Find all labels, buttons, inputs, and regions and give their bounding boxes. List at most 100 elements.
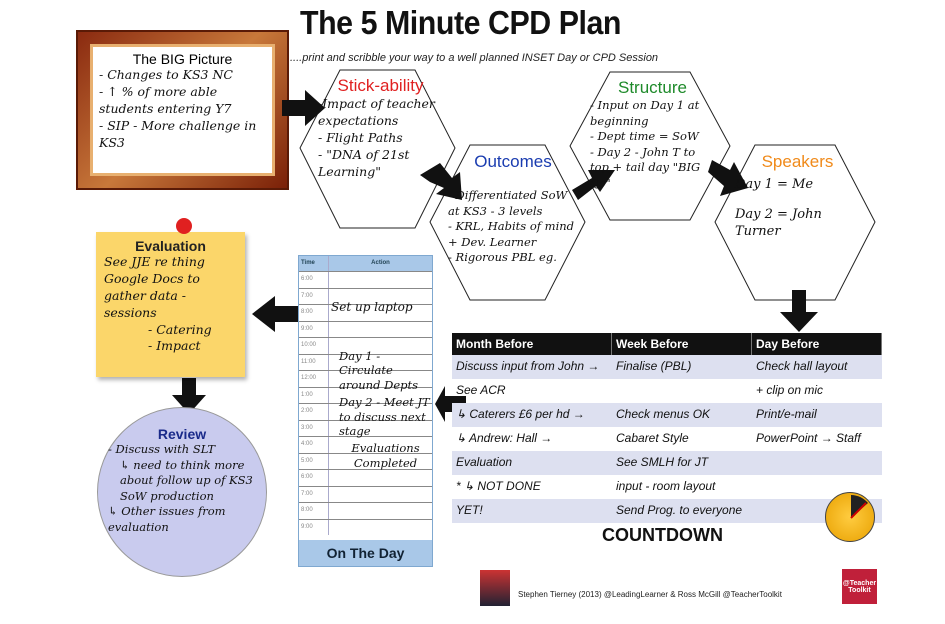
time-cell: 8:00 (299, 305, 329, 321)
outcomes-title: Outcomes (474, 152, 552, 171)
table-cell (752, 451, 882, 475)
table-cell: input - room layout (616, 479, 716, 493)
countdown-table: Month Before Week Before Day Before Disc… (452, 333, 882, 523)
outcomes-panel: Outcomes - Differentiated SoW at KS3 - 3… (448, 152, 578, 266)
schedule-row: 2:00 (299, 403, 432, 420)
arrow-icon (252, 296, 298, 332)
big-picture-note: - ↑ % of more able students entering Y7 (99, 83, 232, 116)
big-picture-note: - SIP - More challenge in KS3 (99, 117, 257, 150)
hexagon-stickability (299, 69, 456, 229)
table-cell: Evaluation (456, 455, 513, 469)
table-cell: Send Prog. to everyone (616, 503, 743, 517)
author-photo (480, 570, 510, 606)
time-cell: 7:00 (299, 288, 329, 304)
subtitle: ....print and scribble your way to a wel… (290, 52, 659, 64)
stickability-note: - Flight Paths (318, 129, 403, 145)
arrow-icon (708, 160, 748, 196)
schedule-note: Day 1 - Circulate around Depts (339, 349, 419, 392)
time-cell: 6:00 (299, 272, 329, 288)
time-cell: 1:00 (299, 387, 329, 403)
on-the-day-label: On The Day (299, 540, 432, 566)
column-header: Day Before (752, 333, 882, 355)
review-title: Review (157, 426, 207, 442)
schedule-note: Evaluations Completed (351, 441, 420, 470)
arrow-icon (435, 386, 466, 422)
schedule-row: 10:00 (299, 337, 432, 354)
outcomes-note: - Differentiated SoW at KS3 - 3 levels (448, 188, 568, 218)
schedule-note: Day 2 - Meet JT to discuss next stage (339, 395, 430, 438)
teachertoolkit-logo: @Teacher Toolkit (842, 569, 877, 604)
table-row: See ACR + clip on mic (452, 379, 882, 403)
schedule-row: 6:00 (299, 469, 432, 486)
table-cell: ↳ Caterers £6 per hd → (456, 407, 585, 421)
table-row: * ↳ NOT DONE input - room layout (452, 475, 882, 499)
table-cell (612, 379, 752, 403)
structure-panel: Structure - Input on Day 1 at beginning … (590, 78, 715, 191)
structure-title: Structure (618, 78, 687, 97)
page-title: The 5 Minute CPD Plan (300, 4, 621, 41)
outcomes-note: - Rigorous PBL eg. (448, 250, 557, 265)
big-picture-note: - Changes to KS3 NC (99, 67, 233, 82)
schedule-notes-column: Day 1 - Circulate around Depts Day 2 - M… (339, 349, 432, 470)
schedule-row: 3:00 (299, 419, 432, 436)
schedule-note: Set up laptop (331, 300, 413, 314)
credit-text: Stephen Tierney (2013) @LeadingLearner &… (518, 590, 782, 599)
time-cell: 11:00 (299, 354, 329, 370)
schedule-row: 9:00 (299, 518, 432, 535)
table-cell: Cabaret Style (616, 431, 689, 445)
speakers-panel: Speakers Day 1 = Me Day 2 = John Turner (735, 152, 860, 241)
time-cell: 4:00 (299, 437, 329, 453)
pushpin-icon (176, 218, 192, 234)
time-cell: 9:00 (299, 519, 329, 535)
schedule-row: 7:00 (299, 287, 432, 304)
schedule-row: 12:00 (299, 370, 432, 387)
time-cell: 10:00 (299, 338, 329, 354)
table-cell: See SMLH for JT (616, 455, 709, 469)
table-row: Discuss input from John →Finalise (PBL)C… (452, 355, 882, 379)
evaluation-title: Evaluation (135, 238, 206, 254)
stickability-note: - "DNA of 21st Learning" (318, 146, 410, 179)
column-header: Week Before (612, 333, 752, 355)
table-cell: ↳ Andrew: Hall → (456, 431, 553, 445)
action-header: Action (371, 260, 390, 266)
structure-note: - Dept time = SoW (590, 129, 699, 144)
countdown-clock-icon (825, 492, 875, 542)
time-header: Time (299, 256, 329, 271)
big-picture-frame: The BIG Picture - Changes to KS3 NC - ↑ … (76, 30, 289, 190)
table-cell: Print/e-mail (756, 407, 817, 421)
schedule-row: 6:00 (299, 271, 432, 288)
structure-note: - Day 2 - John T to top + tail day "BIG … (590, 144, 701, 190)
time-cell: 6:00 (299, 470, 329, 486)
table-cell: Finalise (PBL) (616, 359, 692, 373)
evaluation-note-text: - Catering (148, 321, 212, 337)
time-cell: 5:00 (299, 453, 329, 469)
arrow-icon (282, 90, 325, 126)
table-row: YET!Send Prog. to everyone (452, 499, 882, 523)
schedule-row: 8:00 (299, 502, 432, 519)
evaluation-note-text: - Impact (148, 338, 201, 354)
table-cell: * ↳ NOT DONE (456, 479, 541, 493)
schedule-row: 1:00 (299, 386, 432, 403)
column-header: Month Before (452, 333, 612, 355)
hexagon-structure (569, 71, 731, 221)
speakers-note: Day 1 = Me (735, 177, 814, 192)
speakers-note: Day 2 = John Turner (735, 206, 822, 240)
schedule-row: 4:00 (299, 436, 432, 453)
review-note: - Discuss with SLT (108, 442, 216, 456)
time-cell: 9:00 (299, 321, 329, 337)
table-row: Evaluation See SMLH for JT (452, 451, 882, 475)
schedule-row: 7:00 (299, 485, 432, 502)
arrow-icon (780, 290, 818, 332)
schedule-row: 9:00 (299, 320, 432, 337)
table-cell: Check hall layout (756, 359, 848, 373)
table-cell: See ACR (456, 383, 506, 397)
time-cell: 8:00 (299, 503, 329, 519)
hexagon-speakers (714, 144, 876, 301)
time-cell: 7:00 (299, 486, 329, 502)
schedule-row: 5:00 (299, 452, 432, 469)
table-cell: + clip on mic (756, 383, 824, 397)
